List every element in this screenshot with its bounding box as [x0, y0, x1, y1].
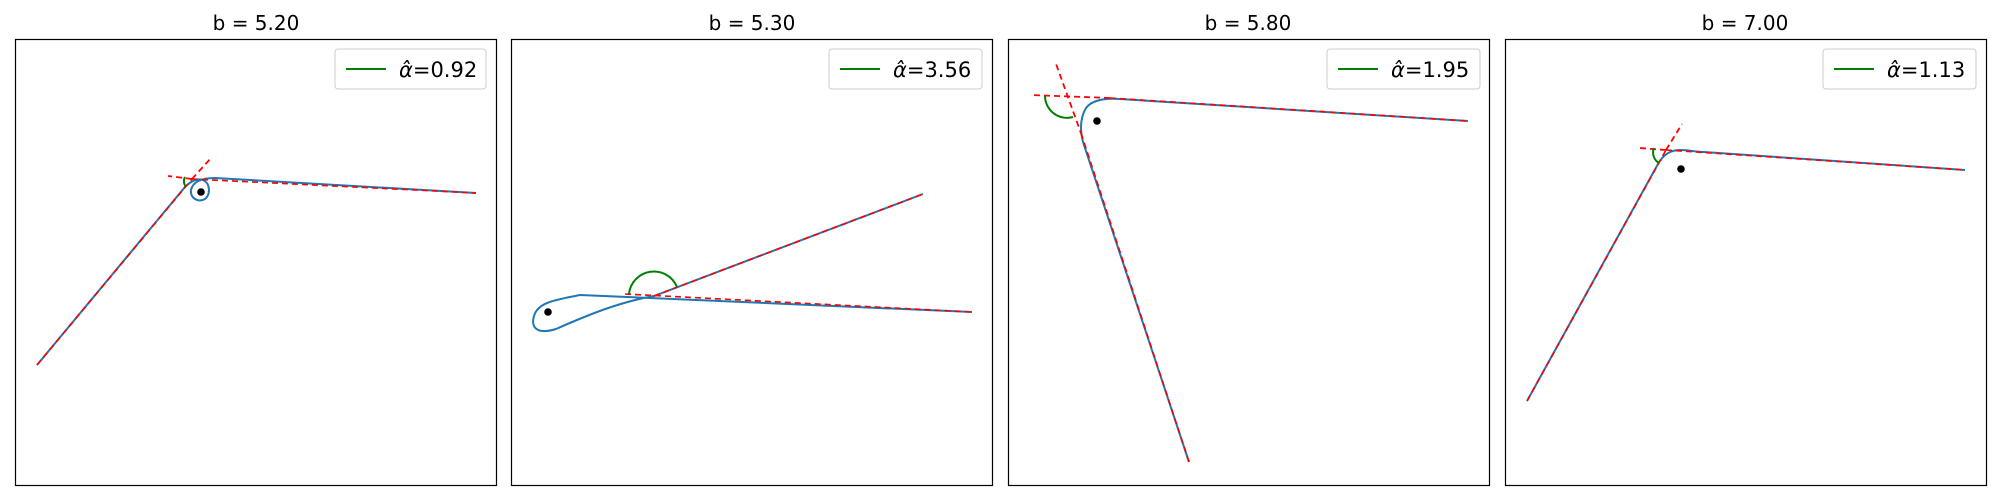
panel-4-legend-box	[1822, 48, 1977, 90]
panel-2-legend: α̂=3.56	[828, 48, 983, 90]
panel-1-legend-box	[334, 48, 487, 90]
panel-4-axes-frame	[1504, 38, 1988, 487]
panel-3-title: b = 5.80	[1205, 11, 1292, 35]
panel-4-ext-line-a	[1665, 123, 1683, 151]
panel-2-fit-line-a	[653, 193, 924, 297]
panel-1-legend-value: =0.92	[413, 58, 477, 82]
panel-4-title: b = 7.00	[1702, 11, 1789, 35]
panel-1-ext-line-b	[167, 175, 193, 180]
panel-3: b = 5.80 α̂=1.95	[1007, 11, 1491, 487]
panel-1-title: b = 5.20	[213, 11, 300, 35]
panel-4: b = 7.00 α̂=1.13	[1504, 11, 1988, 487]
panel-3-fit-line-a	[1081, 135, 1190, 463]
panel-3-ext-line-a	[1054, 60, 1083, 137]
panel-1-axes-frame	[14, 38, 498, 487]
panel-4-trajectory	[1526, 148, 1966, 402]
panel-1-fit-line-a	[36, 178, 193, 366]
panel-1-trajectory	[36, 176, 477, 366]
panel-4-legend-value: =1.13	[1901, 58, 1965, 82]
panel-3-legend-box	[1326, 48, 1481, 90]
panel-1-angle-arc	[182, 176, 187, 188]
panel-3-angle-arc	[1044, 95, 1074, 119]
panel-2-legend-value: =3.56	[907, 58, 971, 82]
panel-1-point	[197, 188, 205, 196]
panel-2-fit-line-b	[624, 293, 973, 313]
panel-2: b = 5.30 α̂=3.56	[510, 11, 994, 487]
panel-3-legend-label: α̂=1.95	[1391, 58, 1469, 82]
panel-3-ext-line-b	[1029, 94, 1111, 99]
panel-4-legend: α̂=1.13	[1822, 48, 1977, 90]
panel-2-axes-frame	[510, 38, 994, 487]
panel-2-legend-symbol: α̂	[893, 58, 907, 82]
panel-4-legend-label: α̂=1.13	[1887, 58, 1965, 82]
panel-1-legend-label: α̂=0.92	[399, 58, 477, 82]
panel-2-trajectory	[532, 193, 973, 333]
panel-3-legend-value: =1.95	[1405, 58, 1469, 82]
panel-1-legend: α̂=0.92	[334, 48, 487, 90]
panel-3-legend: α̂=1.95	[1326, 48, 1481, 90]
panel-1-fit-line-b	[191, 178, 477, 194]
panel-4-fit-line-a	[1526, 149, 1667, 402]
panel-2-angle-arc	[628, 270, 678, 295]
panel-3-legend-symbol: α̂	[1391, 58, 1405, 82]
panel-4-point	[1677, 165, 1685, 173]
panel-3-trajectory	[1080, 97, 1469, 463]
panel-1-ext-line-a	[191, 157, 212, 180]
panel-2-title: b = 5.30	[709, 11, 796, 35]
panel-4-legend-symbol: α̂	[1887, 58, 1901, 82]
panel-3-point	[1093, 117, 1101, 125]
panel-2-point	[544, 308, 552, 316]
panel-2-legend-box	[828, 48, 983, 90]
panel-2-legend-label: α̂=3.56	[893, 58, 971, 82]
panel-1: b = 5.20 α̂=0.92	[14, 11, 498, 487]
panel-4-ext-line-b	[1638, 147, 1667, 151]
panel-3-axes-frame	[1007, 38, 1491, 487]
panel-1-legend-symbol: α̂	[399, 58, 413, 82]
panel-4-angle-arc	[1652, 147, 1660, 164]
